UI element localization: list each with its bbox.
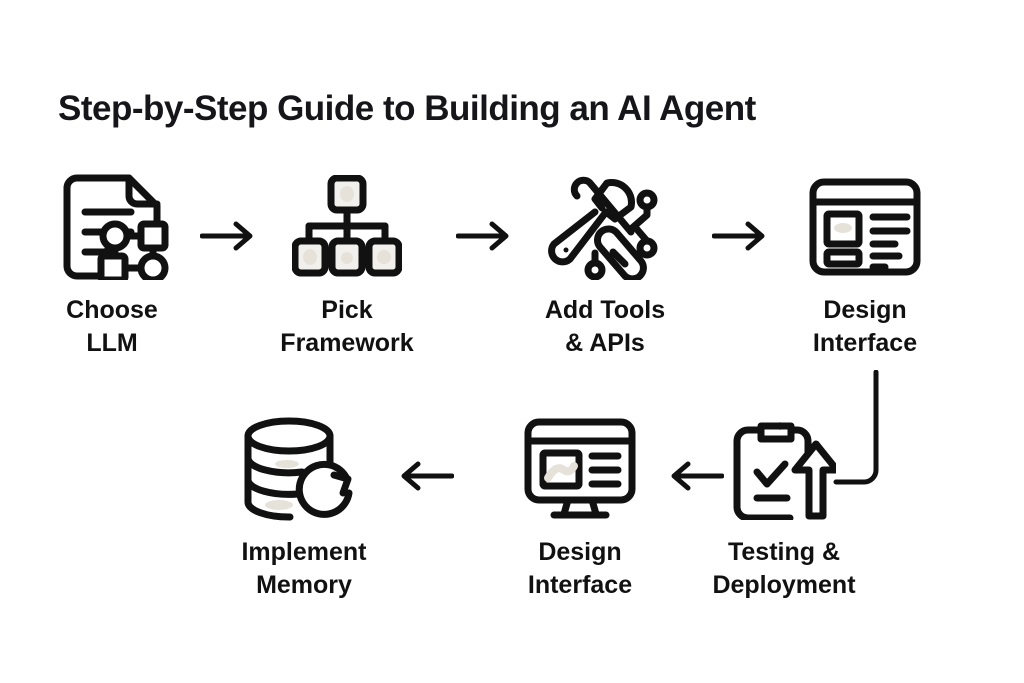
step-label: Testing & Deployment bbox=[712, 538, 856, 600]
step-pick-framework[interactable]: Pick Framework bbox=[257, 172, 437, 361]
tools-circuit-icon bbox=[515, 172, 695, 282]
arrow-left-icon bbox=[398, 458, 455, 499]
step-label: Implement Memory bbox=[241, 538, 367, 600]
browser-layout-icon bbox=[775, 172, 955, 282]
database-refresh-icon bbox=[214, 414, 394, 524]
step-label: Pick Framework bbox=[280, 296, 414, 358]
arrow-right-icon bbox=[711, 218, 768, 259]
step-choose-llm[interactable]: Choose LLM bbox=[22, 172, 202, 361]
arrow-right-icon bbox=[455, 218, 512, 259]
hierarchy-icon bbox=[257, 172, 437, 282]
step-testing-deployment[interactable]: Testing & Deployment bbox=[694, 414, 874, 603]
clipboard-deploy-icon bbox=[694, 414, 874, 524]
elbow-connector-down-left bbox=[830, 369, 892, 505]
step-label: Choose LLM bbox=[66, 296, 158, 358]
arrow-left-icon bbox=[668, 458, 725, 499]
page-title: Step-by-Step Guide to Building an AI Age… bbox=[58, 89, 756, 129]
step-add-tools-apis[interactable]: Add Tools & APIs bbox=[515, 172, 695, 361]
step-label: Design Interface bbox=[527, 538, 633, 600]
arrow-right-icon bbox=[199, 218, 256, 259]
step-label: Design Interface bbox=[812, 296, 918, 358]
step-label: Add Tools & APIs bbox=[544, 296, 666, 358]
step-design-interface-bottom[interactable]: Design Interface bbox=[490, 414, 670, 603]
step-design-interface-top[interactable]: Design Interface bbox=[775, 172, 955, 361]
step-implement-memory[interactable]: Implement Memory bbox=[214, 414, 394, 603]
monitor-icon bbox=[490, 414, 670, 524]
document-graph-icon bbox=[22, 172, 202, 282]
